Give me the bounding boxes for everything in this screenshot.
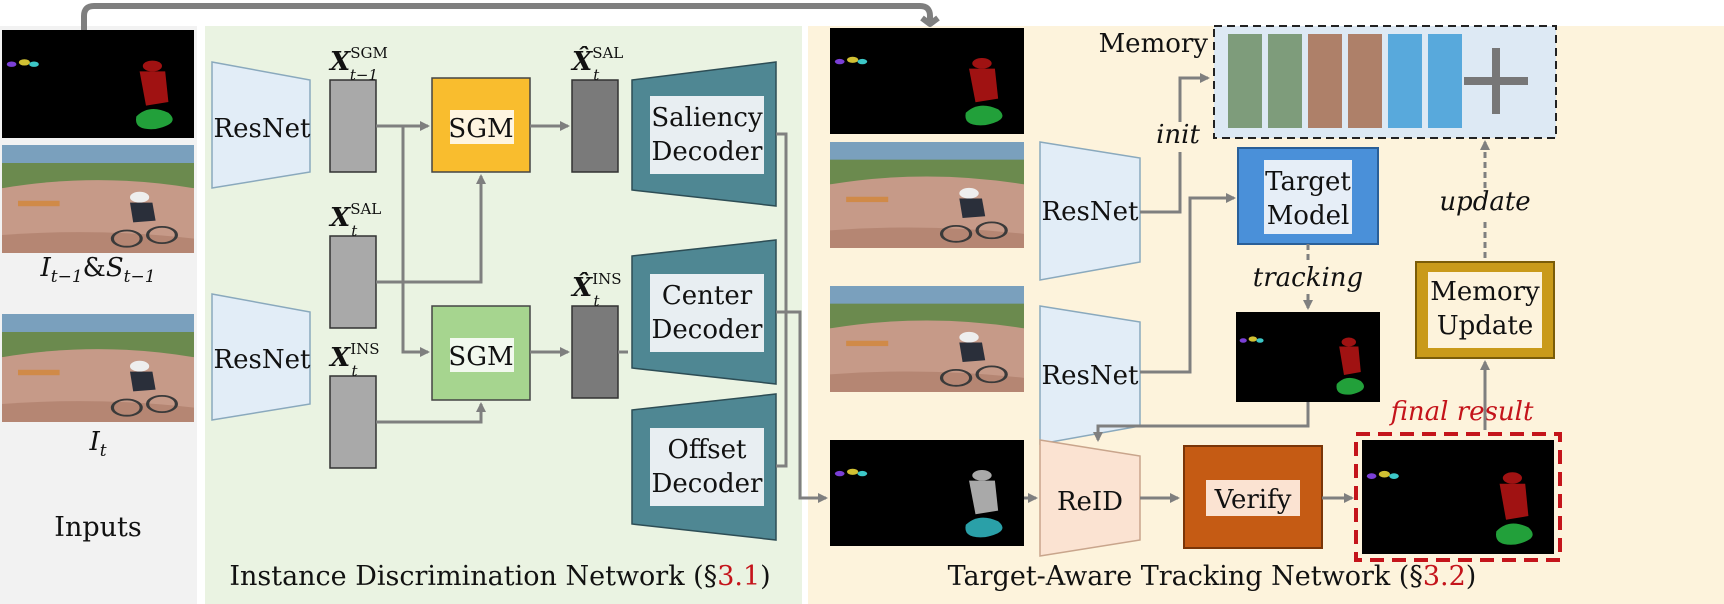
center-decoder-label-2: Decoder bbox=[652, 315, 763, 345]
memory-label: Memory bbox=[1099, 29, 1209, 59]
tracking-label: tracking bbox=[1253, 263, 1363, 293]
sgm-top-label: SGM bbox=[448, 114, 513, 144]
feature-x-ins bbox=[329, 375, 377, 469]
memory-slot-5 bbox=[1388, 34, 1422, 128]
memory-slot-4 bbox=[1348, 34, 1382, 128]
inputs-caption: Inputs bbox=[54, 512, 141, 543]
tatn-frame-cur bbox=[830, 286, 1024, 392]
memory-slot-2 bbox=[1268, 34, 1302, 128]
tatn-caption: Target-Aware Tracking Network (§3.2) bbox=[948, 561, 1477, 592]
verify-label: Verify bbox=[1214, 485, 1292, 515]
memory-update-label-2: Update bbox=[1437, 311, 1534, 341]
resnet-top-label: ResNet bbox=[214, 114, 311, 144]
tatn-resnet-top bbox=[1039, 141, 1141, 281]
memory-slot-3 bbox=[1308, 34, 1342, 128]
tatn-frame-prev bbox=[830, 142, 1024, 248]
final-result-frame bbox=[1354, 432, 1562, 562]
tatn-resnet-bottom-label: ResNet bbox=[1042, 361, 1139, 391]
resnet-encoder-top bbox=[211, 61, 311, 189]
feature-x-sal bbox=[329, 235, 377, 329]
saliency-decoder-label-2: Decoder bbox=[652, 137, 763, 167]
sgm-bottom-label: SGM bbox=[448, 342, 513, 372]
center-decoder-label-1: Center bbox=[662, 281, 753, 311]
input-mask-prev bbox=[2, 30, 194, 138]
memory-slot-1 bbox=[1228, 34, 1262, 128]
final-result-label: final result bbox=[1389, 397, 1534, 427]
memory-add-icon bbox=[1464, 48, 1528, 114]
target-model-label-1: Target bbox=[1265, 167, 1351, 197]
target-model-label-2: Model bbox=[1267, 201, 1350, 231]
resnet-bottom-label: ResNet bbox=[214, 345, 311, 375]
top-skip-arrow bbox=[81, 3, 933, 32]
top-skip-arrowhead bbox=[920, 15, 940, 27]
offset-decoder-label-2: Decoder bbox=[652, 469, 763, 499]
reid-label: ReID bbox=[1057, 487, 1123, 517]
memory-update-label-1: Memory bbox=[1430, 277, 1540, 307]
final-result-mask bbox=[1362, 440, 1554, 554]
resnet-encoder-bottom bbox=[211, 293, 311, 421]
memory-slot-6 bbox=[1428, 34, 1462, 128]
init-label: init bbox=[1156, 120, 1200, 150]
tatn-instance-mask bbox=[830, 440, 1024, 546]
saliency-decoder-label-1: Saliency bbox=[651, 103, 763, 133]
offset-decoder-label-1: Offset bbox=[668, 435, 748, 465]
feature-xhat-sal bbox=[571, 79, 619, 173]
tatn-resnet-top-label: ResNet bbox=[1042, 197, 1139, 227]
tracking-result-mask bbox=[1236, 312, 1380, 402]
idn-caption: Instance Discrimination Network (§3.1) bbox=[229, 561, 770, 592]
input-frame-prev bbox=[2, 145, 194, 253]
update-label: update bbox=[1439, 187, 1530, 217]
input-frame-cur bbox=[2, 314, 194, 422]
tatn-mask-prev bbox=[830, 28, 1024, 134]
reid-block bbox=[1039, 439, 1141, 557]
feature-x-sgm bbox=[329, 79, 377, 173]
feature-xhat-ins bbox=[571, 305, 619, 399]
